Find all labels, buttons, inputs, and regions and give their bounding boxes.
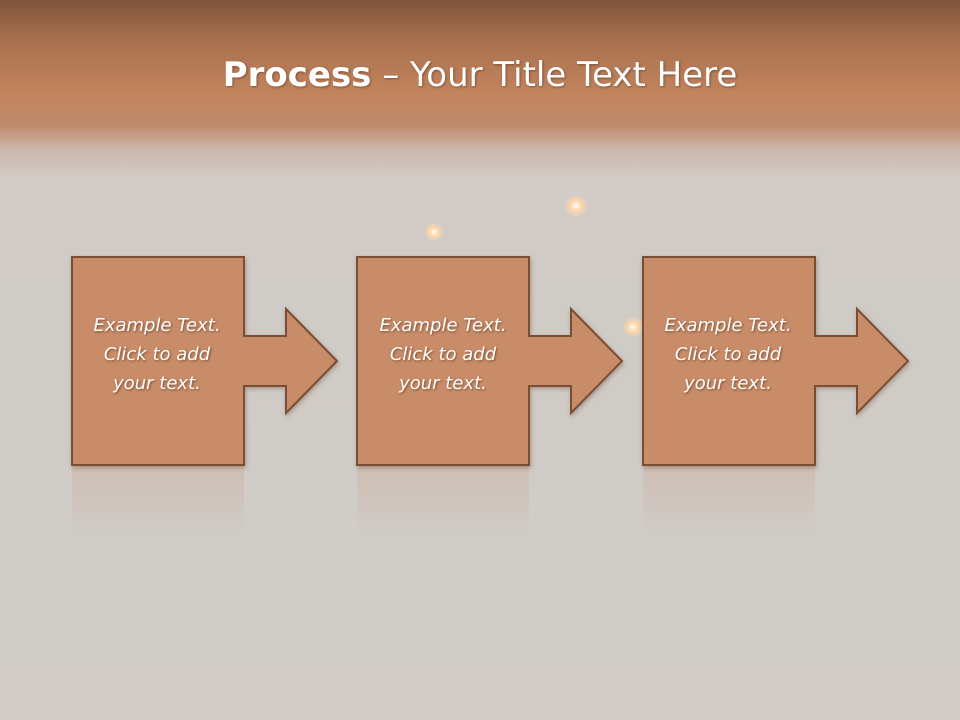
step-3-reflection xyxy=(643,466,815,536)
reflections xyxy=(72,466,815,536)
step-1-text[interactable]: Example Text. Click to add your text. xyxy=(72,311,242,398)
step-1-reflection xyxy=(72,466,244,536)
firework-glow xyxy=(424,222,444,242)
step-1-line-2: Click to add xyxy=(103,344,211,365)
step-2-reflection xyxy=(357,466,529,536)
step-2-line-2: Click to add xyxy=(389,344,497,365)
step-2-arrow-box[interactable] xyxy=(356,256,624,466)
title-rest: – Your Title Text Here xyxy=(371,55,738,95)
step-3-line-3: your text. xyxy=(684,373,772,394)
step-1-arrow-box[interactable] xyxy=(71,256,339,466)
page-title[interactable]: Process – Your Title Text Here xyxy=(0,52,960,98)
step-3-text[interactable]: Example Text. Click to add your text. xyxy=(643,311,813,398)
step-3-line-2: Click to add xyxy=(674,344,782,365)
firework-glow xyxy=(622,316,644,338)
step-2-text[interactable]: Example Text. Click to add your text. xyxy=(358,311,528,398)
step-2-line-3: your text. xyxy=(399,373,487,394)
step-1-line-3: your text. xyxy=(113,373,201,394)
step-2-line-1: Example Text. xyxy=(379,315,507,336)
firework-glow xyxy=(564,194,588,218)
title-bold: Process xyxy=(222,55,372,95)
step-1-line-1: Example Text. xyxy=(93,315,221,336)
step-3-line-1: Example Text. xyxy=(664,315,792,336)
step-3-arrow-box[interactable] xyxy=(642,256,910,466)
